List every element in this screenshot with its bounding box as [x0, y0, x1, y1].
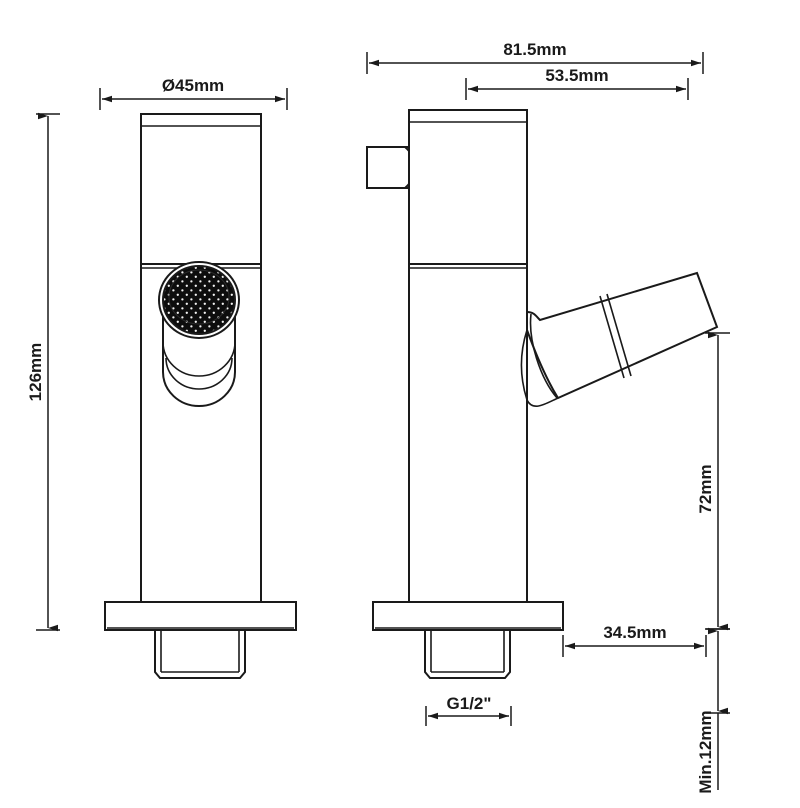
dimension-thread-size: G1/2"	[425, 694, 512, 726]
dimension-spout-reach: 53.5mm	[465, 66, 689, 100]
dimension-label-overall-depth: 81.5mm	[503, 40, 566, 59]
front-view-base-flange	[104, 601, 297, 631]
dimension-label-overall-height: 126mm	[26, 343, 45, 402]
side-view-mounting-stem	[424, 629, 511, 679]
dimension-label-diameter-top: Ø45mm	[162, 76, 224, 95]
side-view	[366, 109, 719, 679]
front-view-upper-body	[140, 113, 262, 265]
dimension-overall-depth: 81.5mm	[366, 40, 704, 74]
front-view-mounting-stem	[154, 629, 246, 679]
side-view-upper-body	[408, 109, 528, 265]
dimension-min-thickness: Min.12mm	[696, 627, 730, 794]
side-view-lever-handle	[366, 146, 416, 189]
dimension-base-offset: 34.5mm	[562, 623, 707, 657]
dimension-label-spout-height: 72mm	[696, 464, 715, 513]
dimension-label-thread-size: G1/2"	[447, 694, 492, 713]
dimension-label-base-offset: 34.5mm	[603, 623, 666, 642]
dimension-spout-height: 72mm	[696, 331, 730, 631]
dimension-overall-height: 126mm	[26, 112, 60, 632]
side-view-lower-column	[408, 263, 528, 605]
dimension-diameter-top: Ø45mm	[99, 76, 288, 110]
side-view-angled-spout	[520, 271, 719, 408]
side-view-base-flange	[372, 601, 564, 631]
dimension-label-spout-reach: 53.5mm	[545, 66, 608, 85]
front-view	[104, 113, 297, 679]
front-view-aerator	[158, 261, 240, 339]
dimension-label-min-thickness: Min.12mm	[696, 710, 715, 793]
